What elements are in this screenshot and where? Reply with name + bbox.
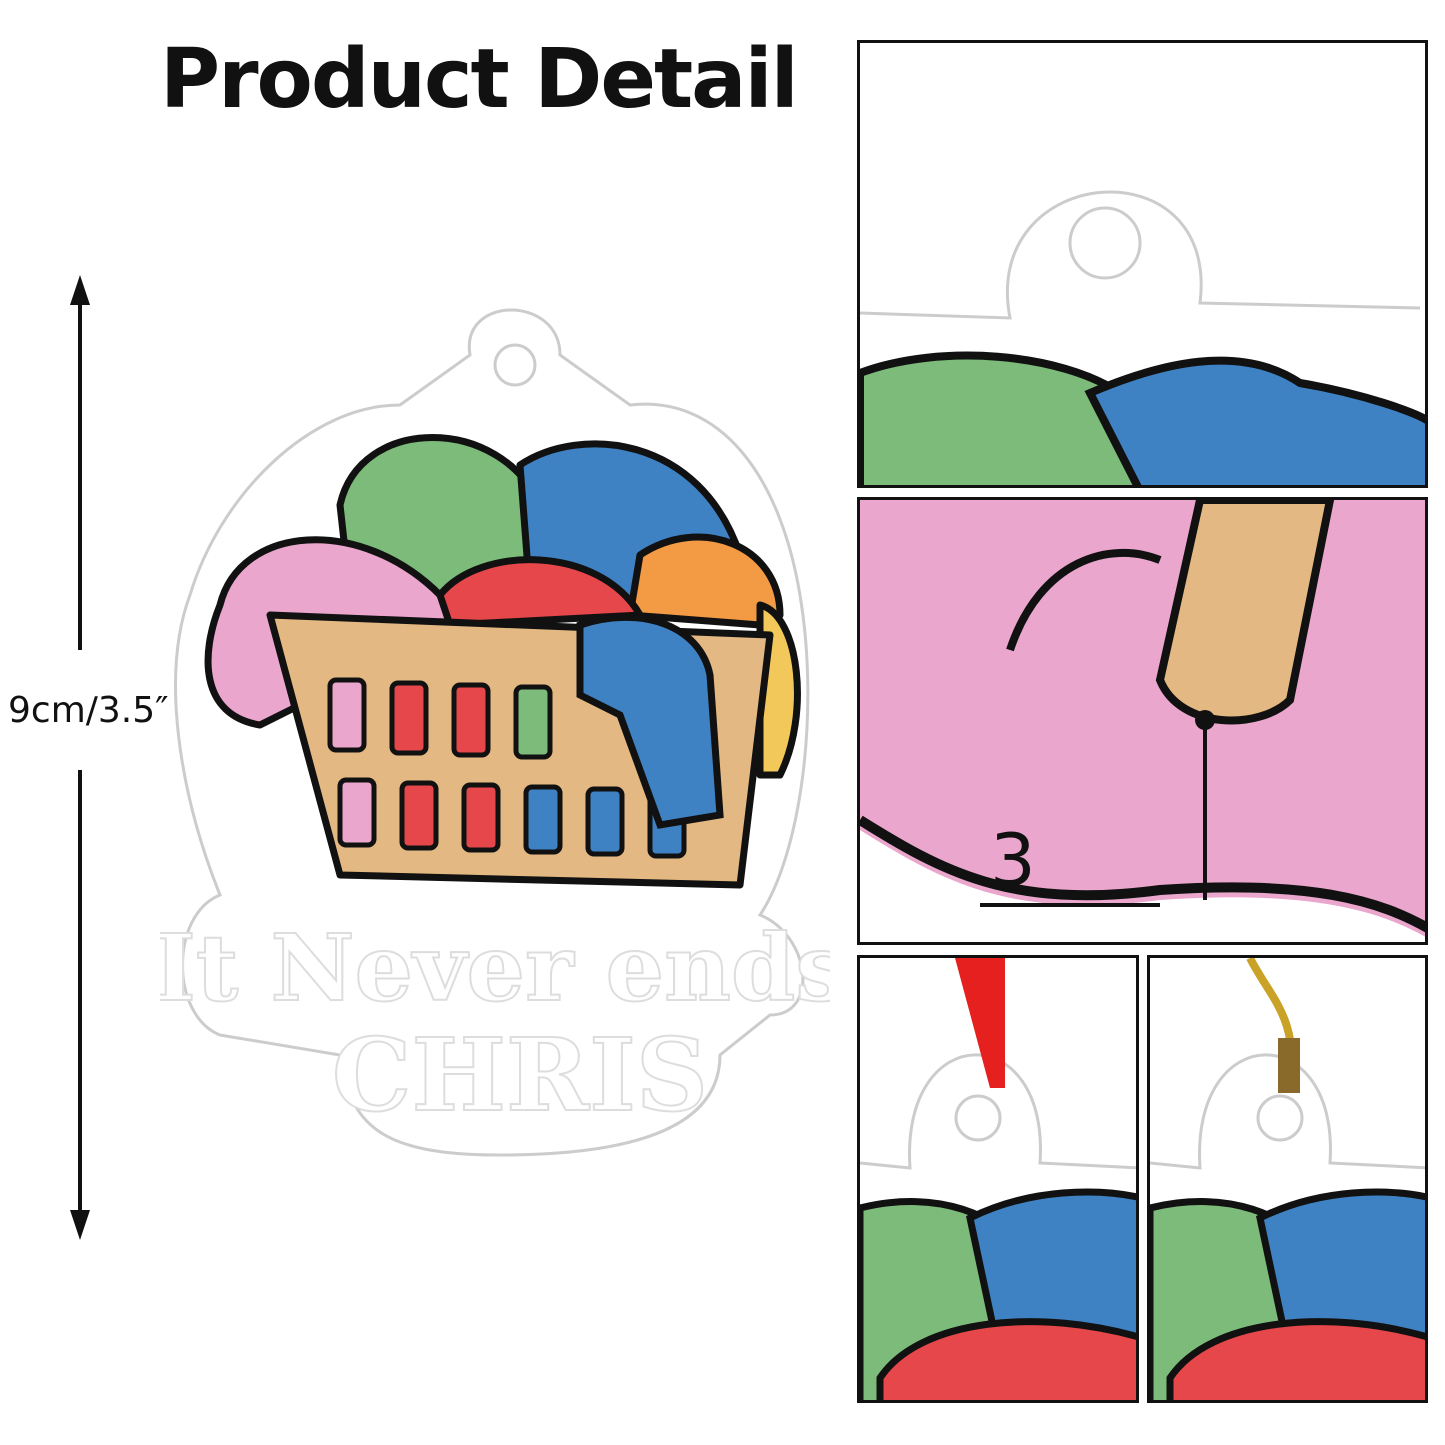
page-title: Product Detail [160, 32, 799, 127]
thickness-label: 3 [990, 818, 1036, 902]
height-dimension-arrow [70, 275, 90, 1240]
ornament-text-line1: It Never ends [160, 914, 830, 1022]
detail-panel-gold-string [1147, 955, 1428, 1403]
ornament-text-line2: CHRIS [332, 1016, 708, 1134]
ornament-illustration: It Never ends CHRIS [160, 308, 830, 1157]
detail-panel-edge-thickness: 3 [857, 497, 1428, 945]
detail-panel-red-ribbon [857, 955, 1139, 1403]
dimension-label: 9cm/3.5″ [8, 690, 169, 731]
detail-panel-hanging-hole [857, 40, 1428, 488]
